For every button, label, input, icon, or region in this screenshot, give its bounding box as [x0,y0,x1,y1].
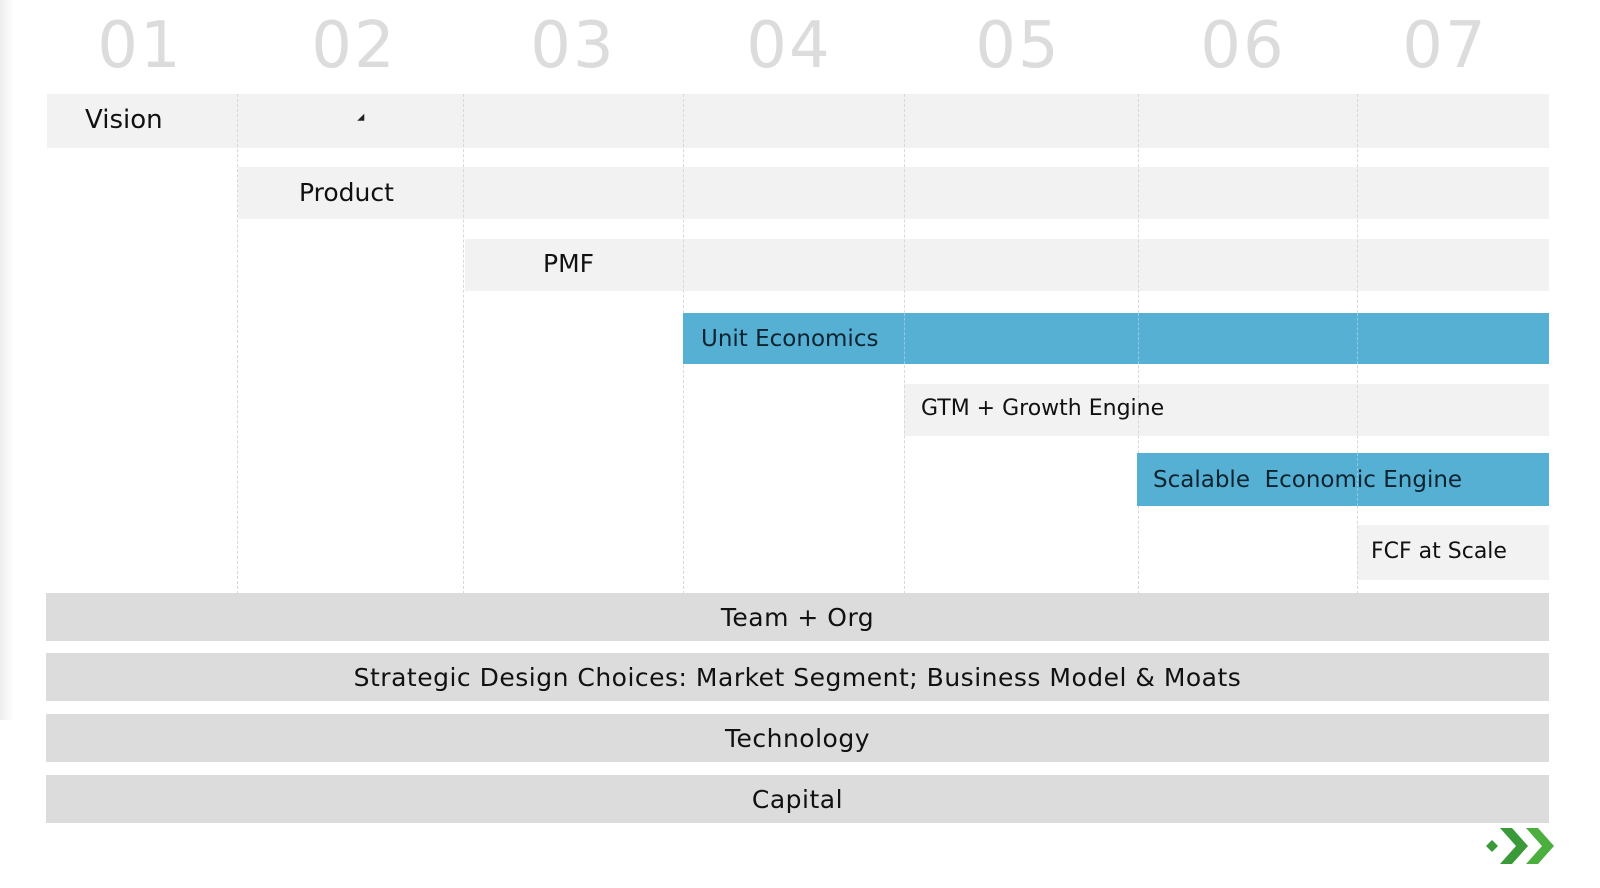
foundation-bar-strategic-design-choices: Strategic Design Choices: Market Segment… [46,653,1549,701]
stage-number-01: 01 [97,9,183,83]
stage-divider-overlay [1357,313,1358,364]
foundation-bar-technology: Technology [46,714,1549,762]
stage-number-05: 05 [975,9,1061,83]
stage-divider-overlay [1357,453,1358,506]
track-label-unit-economics: Unit Economics [701,325,879,352]
track-label-vision: Vision [85,105,163,135]
stage-divider-overlay [904,313,905,364]
track-bar-fcf [1357,525,1549,580]
track-bar-gtm [904,384,1549,436]
stage-number-07: 07 [1402,9,1488,83]
double-chevron-arrow-icon [1486,828,1554,864]
stage-number-02: 02 [311,9,397,83]
track-label-product: Product [299,178,394,207]
track-bar-unit-economics: Unit Economics [683,313,1549,364]
track-label-scalable-economic-engine: Scalable Economic Engine [1153,466,1463,493]
track-bar-scalable-economic-engine: Scalable Economic Engine [1137,453,1549,506]
track-label-fcf: FCF at Scale [1371,539,1507,564]
stage-divider [237,94,238,594]
stage-number-06: 06 [1200,9,1286,83]
track-label-pmf: PMF [543,249,595,278]
track-label-gtm: GTM + Growth Engine [921,396,1165,421]
left-edge-shade [0,0,14,720]
track-bar-vision [47,94,1549,148]
track-bar-product [238,167,1549,219]
stage-divider-overlay [1138,313,1139,364]
stage-number-04: 04 [746,9,832,83]
stage-divider [463,94,464,594]
track-bar-pmf [465,239,1549,291]
stage-number-03: 03 [530,9,616,83]
foundation-bar-capital: Capital [46,775,1549,823]
foundation-bar-team-org: Team + Org [46,593,1549,641]
